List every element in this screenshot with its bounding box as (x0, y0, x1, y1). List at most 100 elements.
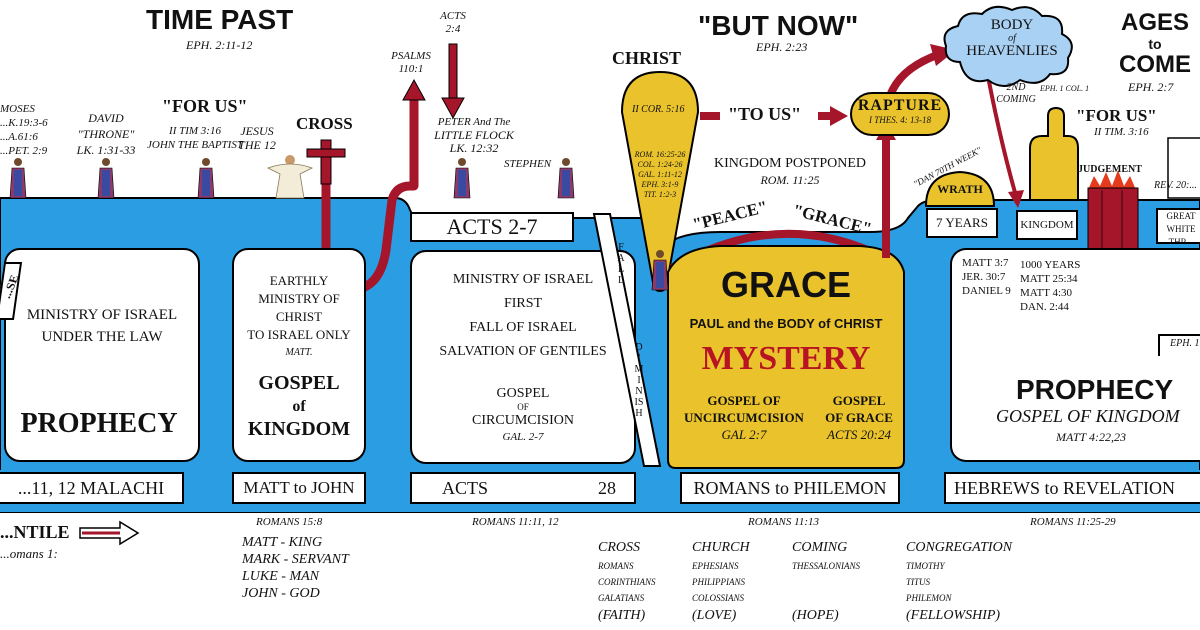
great-white-throne-box: GREAT WHITE THR... (1156, 208, 1200, 244)
diminish-label: DIMINISH (634, 342, 644, 419)
law-cut-text: ...SE (0, 273, 22, 300)
to-us-arrow-head (830, 106, 848, 126)
malachi-box: ...11, 12 MALACHI (0, 472, 184, 504)
gospel-uncircumcision: GOSPEL OF UNCIRCUMCISION GAL 2:7 (674, 392, 814, 443)
epistle-congregation-book-3: PHILEMON (906, 593, 952, 603)
cloud-line-1: BODY (990, 17, 1034, 33)
acts-top-label: ACTS 2:4 (430, 10, 476, 36)
epistle-coming: COMING THESSALONIANS (HOPE) (792, 540, 902, 624)
throne-shape (1029, 106, 1079, 201)
gospel-mark: MARK - SERVANT (242, 552, 349, 567)
second-coming-line-1: 2ND (1006, 82, 1026, 93)
jesus-line-2: THE 12 (238, 138, 276, 152)
white-throne-shape (1167, 137, 1200, 199)
second-coming-line-2: COMING (996, 94, 1036, 105)
cloud-shape (943, 5, 1073, 87)
cloud-curve-line (886, 50, 942, 98)
epistle-cross-virtue: (FAITH) (598, 608, 646, 623)
figure-peter (453, 158, 471, 199)
great-white-line-1: GREAT (1166, 211, 1196, 221)
hebrews-revelation-box: HEBREWS to REVELATION (944, 472, 1200, 504)
jesus-line-1: JESUS (240, 124, 274, 138)
figure-john-baptist (197, 158, 215, 199)
kingdom-box: KINGDOM (1016, 210, 1078, 240)
right-refs-b-4: DAN. 2:44 (1020, 301, 1069, 313)
right-refs-b-3: MATT 4:30 (1020, 287, 1073, 299)
acts-gospel-3: CIRCUMCISION (472, 413, 574, 428)
david-line-1: DAVID (88, 111, 124, 125)
acts-line-4: SALVATION OF GENTILES (439, 344, 607, 359)
christ-refs-3: GAL. 1:11-12 (638, 170, 682, 179)
for-us-right-ref: II TIM. 3:16 (1094, 126, 1149, 138)
acts-panel: MINISTRY OF ISRAEL FIRST FALL OF ISRAEL … (410, 250, 636, 464)
christ-refs-1: ROM. 16:25-26 (634, 150, 686, 159)
right-refs-a-1: MATT 3:7 (962, 257, 1009, 269)
right-refs-b-1: 1000 YEARS (1020, 259, 1081, 271)
moses-line-4: ...PET. 2:9 (0, 145, 48, 157)
gospel-john: JOHN - GOD (242, 586, 320, 601)
epistle-congregation-book-2: TITUS (906, 577, 931, 587)
for-us-right: "FOR US" (1076, 106, 1157, 125)
epistle-cross-book-1: ROMANS (598, 561, 634, 571)
moses-line-3: ...A.61:6 (0, 131, 38, 143)
time-past-heading: TIME PAST (146, 4, 294, 35)
psalms-line-2: 110:1 (398, 63, 424, 75)
grace-panel-shape (667, 245, 905, 469)
epistle-church-book-2: PHILIPPIANS (692, 577, 745, 587)
to-us-label: "TO US" (728, 104, 802, 124)
for-us-left-refs: II TIM 3:16 JOHN THE BAPTIST (140, 124, 250, 152)
romans-11-13-ref: ROMANS 11:13 (748, 516, 819, 528)
david-label: DAVID "THRONE" LK. 1:31-33 (66, 110, 146, 158)
epistle-congregation-head: CONGREGATION (906, 540, 1013, 555)
figure-moses (9, 158, 27, 199)
acts-gospel: GOSPEL OF CIRCUMCISION GAL. 2-7 (412, 386, 634, 445)
but-now-ref: EPH. 2:23 (756, 40, 808, 54)
figure-stephen (557, 158, 575, 199)
christ-refs-5: TIT. 1:2-3 (643, 190, 677, 199)
stephen-label: STEPHEN (504, 158, 552, 170)
gospel-kingdom-line-3: TO ISRAEL ONLY (247, 327, 351, 342)
epistle-coming-book-1: THESSALONIANS (792, 561, 861, 571)
epistle-congregation-book-1: TIMOTHY (906, 561, 945, 571)
right-refs-b: 1000 YEARS MATT 25:34 MATT 4:30 DAN. 2:4… (1020, 258, 1080, 314)
acts-line-3: FALL OF ISRAEL (469, 320, 577, 335)
gospel-kingdom-lines: EARTHLY MINISTRY OF CHRIST TO ISRAEL ONL… (234, 272, 364, 362)
to-us-arrow-shaft-right (818, 112, 832, 120)
cloud-line-3: HEAVENLIES (966, 43, 1058, 59)
second-coming-label: 2ND COMING (996, 82, 1036, 106)
matt-john-box: MATT to JOHN (232, 472, 366, 504)
acts-gospel-2: OF (517, 402, 529, 412)
epistle-church-head: CHURCH (692, 540, 750, 555)
psalms-line-1: PSALMS (391, 50, 431, 62)
acts-bottom-num: 28 (598, 478, 616, 498)
epistle-church: CHURCH EPHESIANS PHILIPPIANS COLOSSIANS … (692, 540, 792, 624)
grace-title: GRACE (720, 264, 851, 305)
romans-15-ref: ROMANS 15:8 (256, 516, 323, 528)
gospel-grace-ref: ACTS 20:24 (827, 427, 891, 442)
law-panel: MINISTRY OF ISRAEL UNDER THE LAW PROPHEC… (4, 248, 200, 462)
kingdom-postponed-ref: ROM. 11:25 (760, 173, 820, 187)
cross-label: CROSS (296, 114, 353, 133)
gospel-kingdom-ref: MATT. (285, 347, 313, 358)
epistle-congregation: CONGREGATION TIMOTHY TITUS PHILEMON (FEL… (906, 540, 1036, 624)
gospel-kingdom-title-2: of (292, 398, 306, 415)
rev-ref: REV. 20:... (1154, 180, 1197, 191)
romans-philemon-box: ROMANS to PHILEMON (680, 472, 900, 504)
law-lines: MINISTRY OF ISRAEL UNDER THE LAW (6, 304, 198, 348)
romans-11-11-ref: ROMANS 11:11, 12 (472, 516, 559, 528)
law-line-1: MINISTRY OF ISRAEL (26, 307, 178, 323)
cloud-line-2: of (1008, 33, 1016, 44)
acts-down-arrow-shaft (448, 43, 458, 101)
gospel-matt: MATT - KING (242, 535, 323, 550)
kingdom-postponed-label: KINGDOM POSTPONED (713, 156, 867, 171)
epistle-coming-head: COMING (792, 540, 848, 555)
uncircumcision-line-1: GOSPEL OF (707, 393, 781, 408)
eph-col-ref: EPH. 1 COL. 1 (1040, 84, 1090, 93)
right-prophecy-panel: MATT 3:7 JER. 30:7 DANIEL 9 1000 YEARS M… (950, 248, 1200, 462)
rapture-oval: RAPTURE I THES. 4: 13-18 (850, 92, 950, 136)
to-word: to (1148, 36, 1162, 52)
gospel-kingdom-title: GOSPEL of KINGDOM (234, 372, 364, 441)
grace-subtitle: PAUL and the BODY of CHRIST (689, 316, 883, 331)
ages-ref: EPH. 2:7 (1128, 80, 1174, 94)
gospel-kingdom-panel: EARTHLY MINISTRY OF CHRIST TO ISRAEL ONL… (232, 248, 366, 462)
